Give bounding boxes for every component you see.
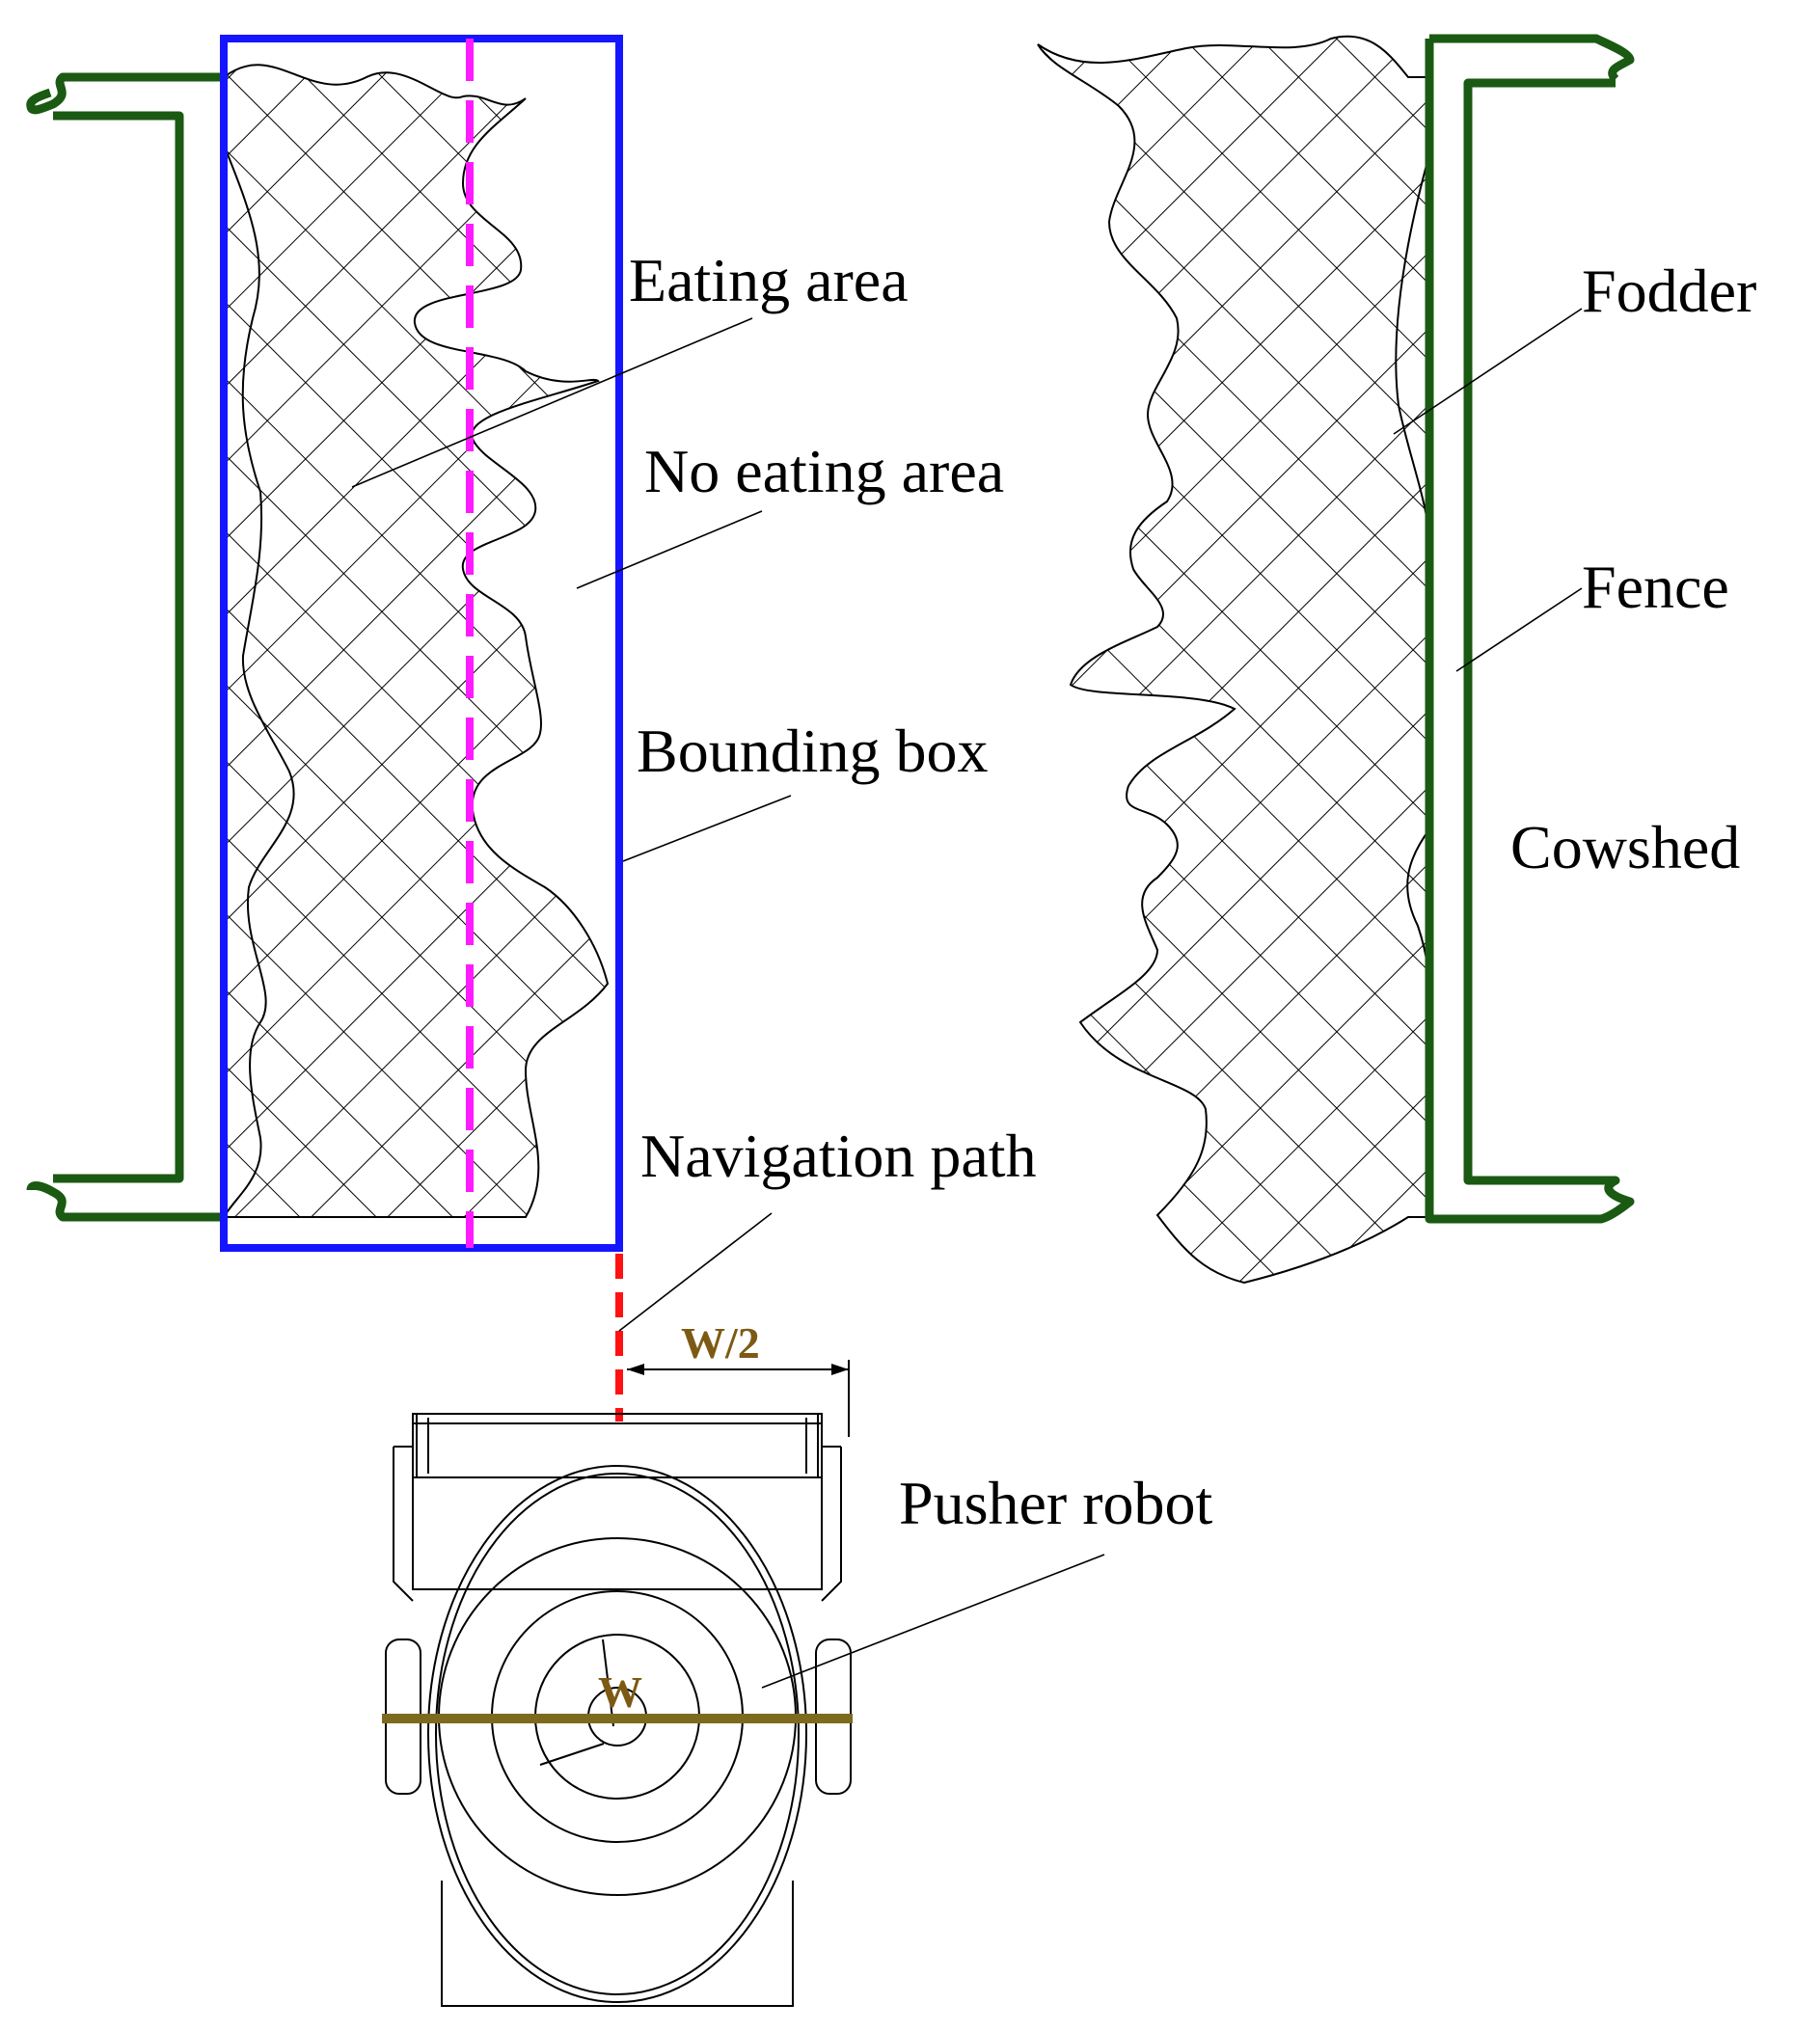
pusher-robot bbox=[382, 1413, 853, 2007]
label-cowshed: Cowshed bbox=[1510, 813, 1740, 881]
label-w-half: W/2 bbox=[681, 1318, 760, 1368]
label-eating-area: Eating area bbox=[629, 246, 909, 314]
label-pusher-robot: Pusher robot bbox=[899, 1469, 1213, 1537]
leader-lines bbox=[351, 308, 1583, 1689]
fence-right bbox=[1425, 34, 1635, 1224]
fodder-heap-left bbox=[223, 64, 610, 1218]
label-w: W bbox=[598, 1667, 642, 1717]
label-fence: Fence bbox=[1582, 553, 1729, 621]
dimension-w-half bbox=[627, 1360, 850, 1437]
label-no-eating-area: No eating area bbox=[644, 437, 1004, 505]
label-bounding-box: Bounding box bbox=[637, 717, 988, 785]
fodder-heap-right bbox=[1037, 35, 1430, 1285]
bounding-box bbox=[220, 35, 623, 1252]
fence-left bbox=[26, 72, 224, 1222]
label-navigation-path: Navigation path bbox=[640, 1122, 1037, 1190]
label-fodder: Fodder bbox=[1582, 257, 1756, 325]
